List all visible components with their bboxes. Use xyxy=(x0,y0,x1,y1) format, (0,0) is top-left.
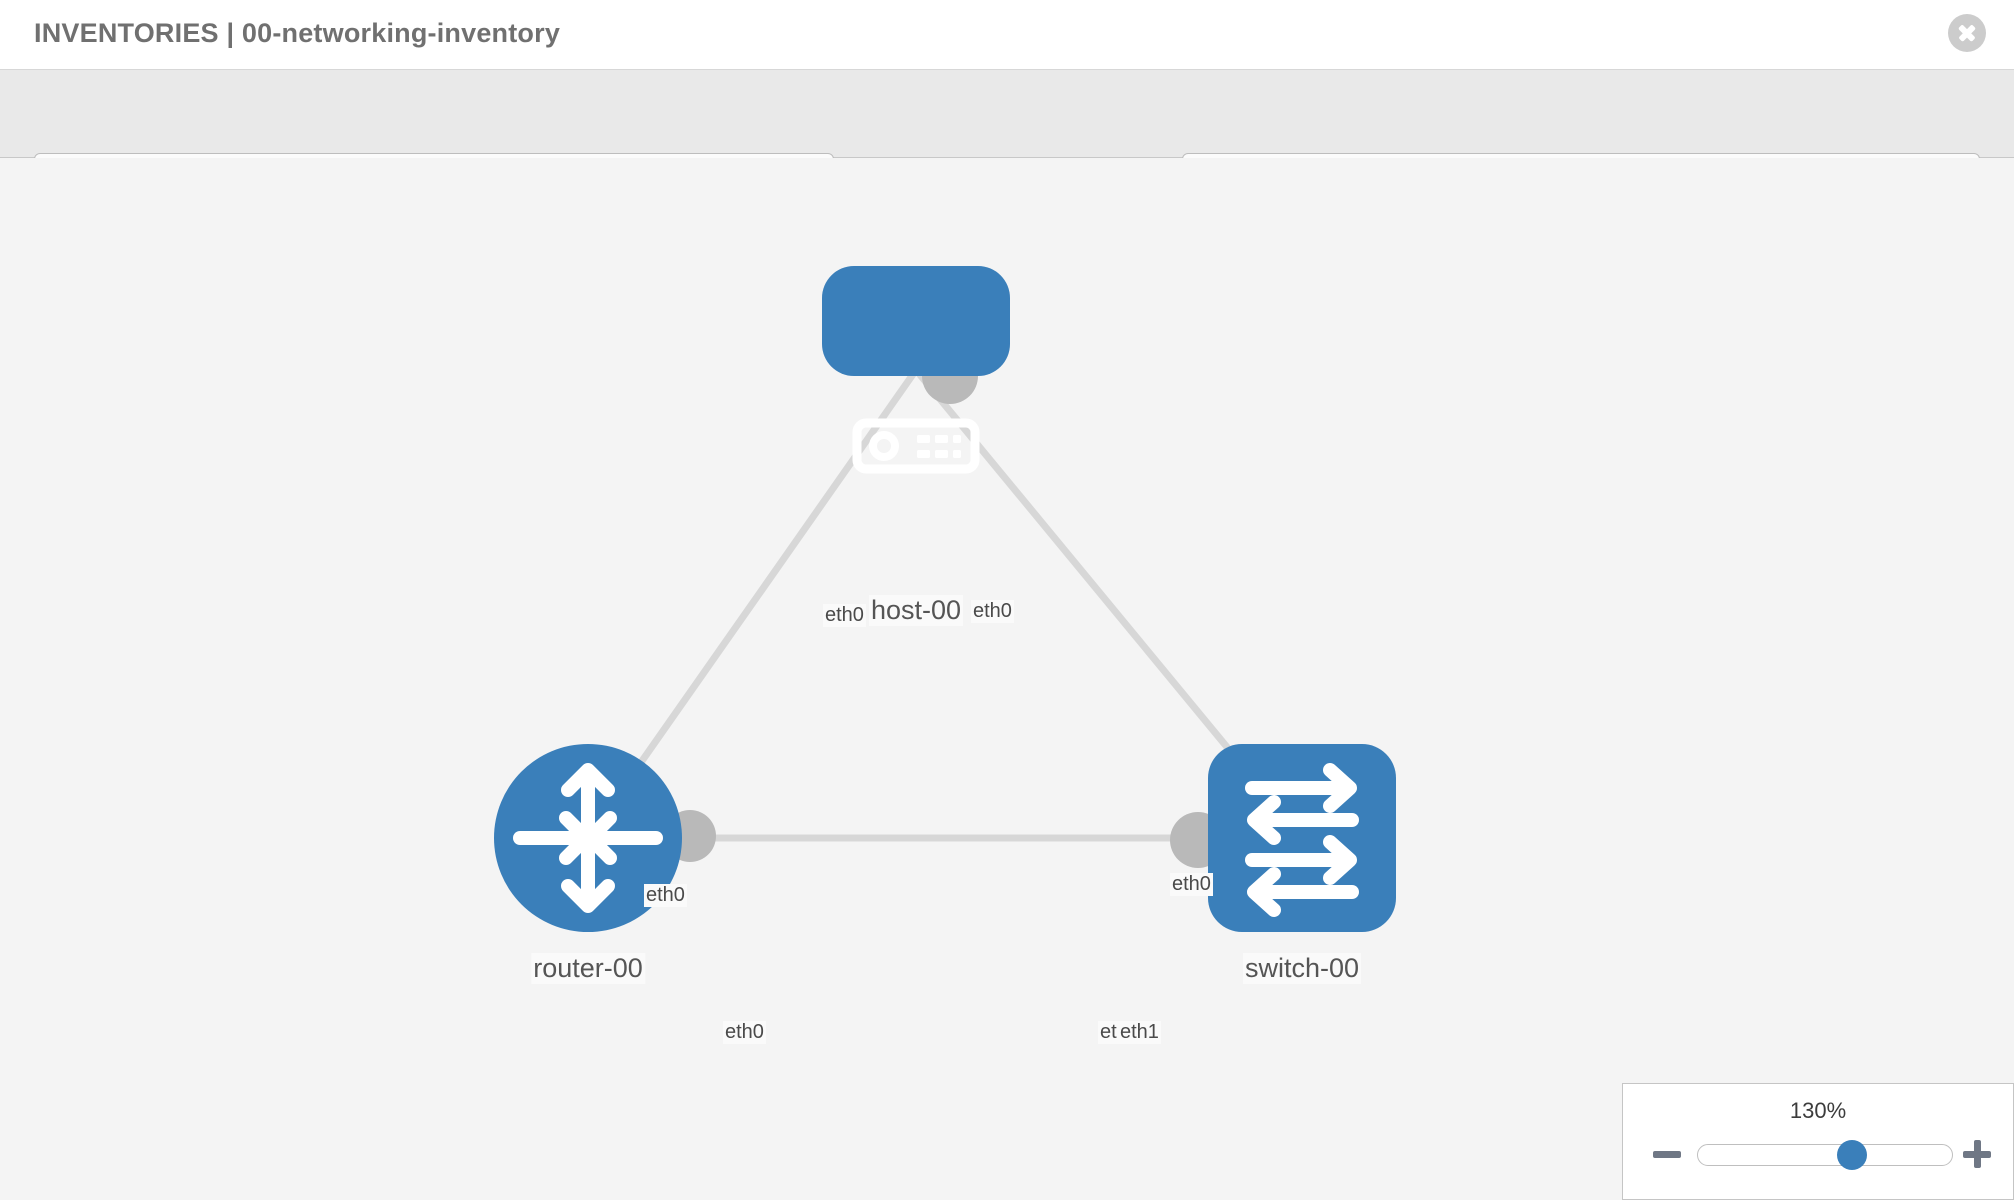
zoom-in-button[interactable] xyxy=(1963,1140,1991,1168)
node-label-router-00: router-00 xyxy=(531,953,645,984)
zoom-slider[interactable] xyxy=(1697,1140,1953,1170)
edge-label-switch00-eth1: eth1 xyxy=(1118,1021,1161,1044)
node-switch-00[interactable] xyxy=(1208,744,1396,932)
edge-label-switch00-eth0-uplink: eth0 xyxy=(1170,873,1213,896)
node-router-00[interactable] xyxy=(494,744,682,932)
node-host-00[interactable] xyxy=(822,266,1010,474)
page-header: INVENTORIES | 00-networking-inventory xyxy=(0,0,2014,70)
close-icon[interactable] xyxy=(1948,14,1986,52)
topology-canvas[interactable]: host-00 router-00 switch-00 eth0 eth0 et… xyxy=(0,158,2014,1200)
node-label-host-00: host-00 xyxy=(868,595,964,626)
edge-label-host00-eth0-right: eth0 xyxy=(971,600,1014,623)
zoom-control-panel: 130% xyxy=(1622,1083,2014,1200)
zoom-out-button[interactable] xyxy=(1653,1140,1681,1168)
edge-label-host00-eth0-left: eth0 xyxy=(823,604,866,627)
edge-label-router00-eth0: eth0 xyxy=(723,1021,766,1044)
edge-label-router00-eth0-uplink: eth0 xyxy=(644,884,687,907)
toolbar: ACTIONS SEARCH xyxy=(0,70,2014,203)
topology-graph xyxy=(494,266,1396,932)
page-title: INVENTORIES | 00-networking-inventory xyxy=(34,18,561,48)
zoom-level-value: 130% xyxy=(1789,1098,1847,1123)
zoom-slider-handle[interactable] xyxy=(1836,1140,1867,1170)
node-label-switch-00: switch-00 xyxy=(1242,953,1362,984)
